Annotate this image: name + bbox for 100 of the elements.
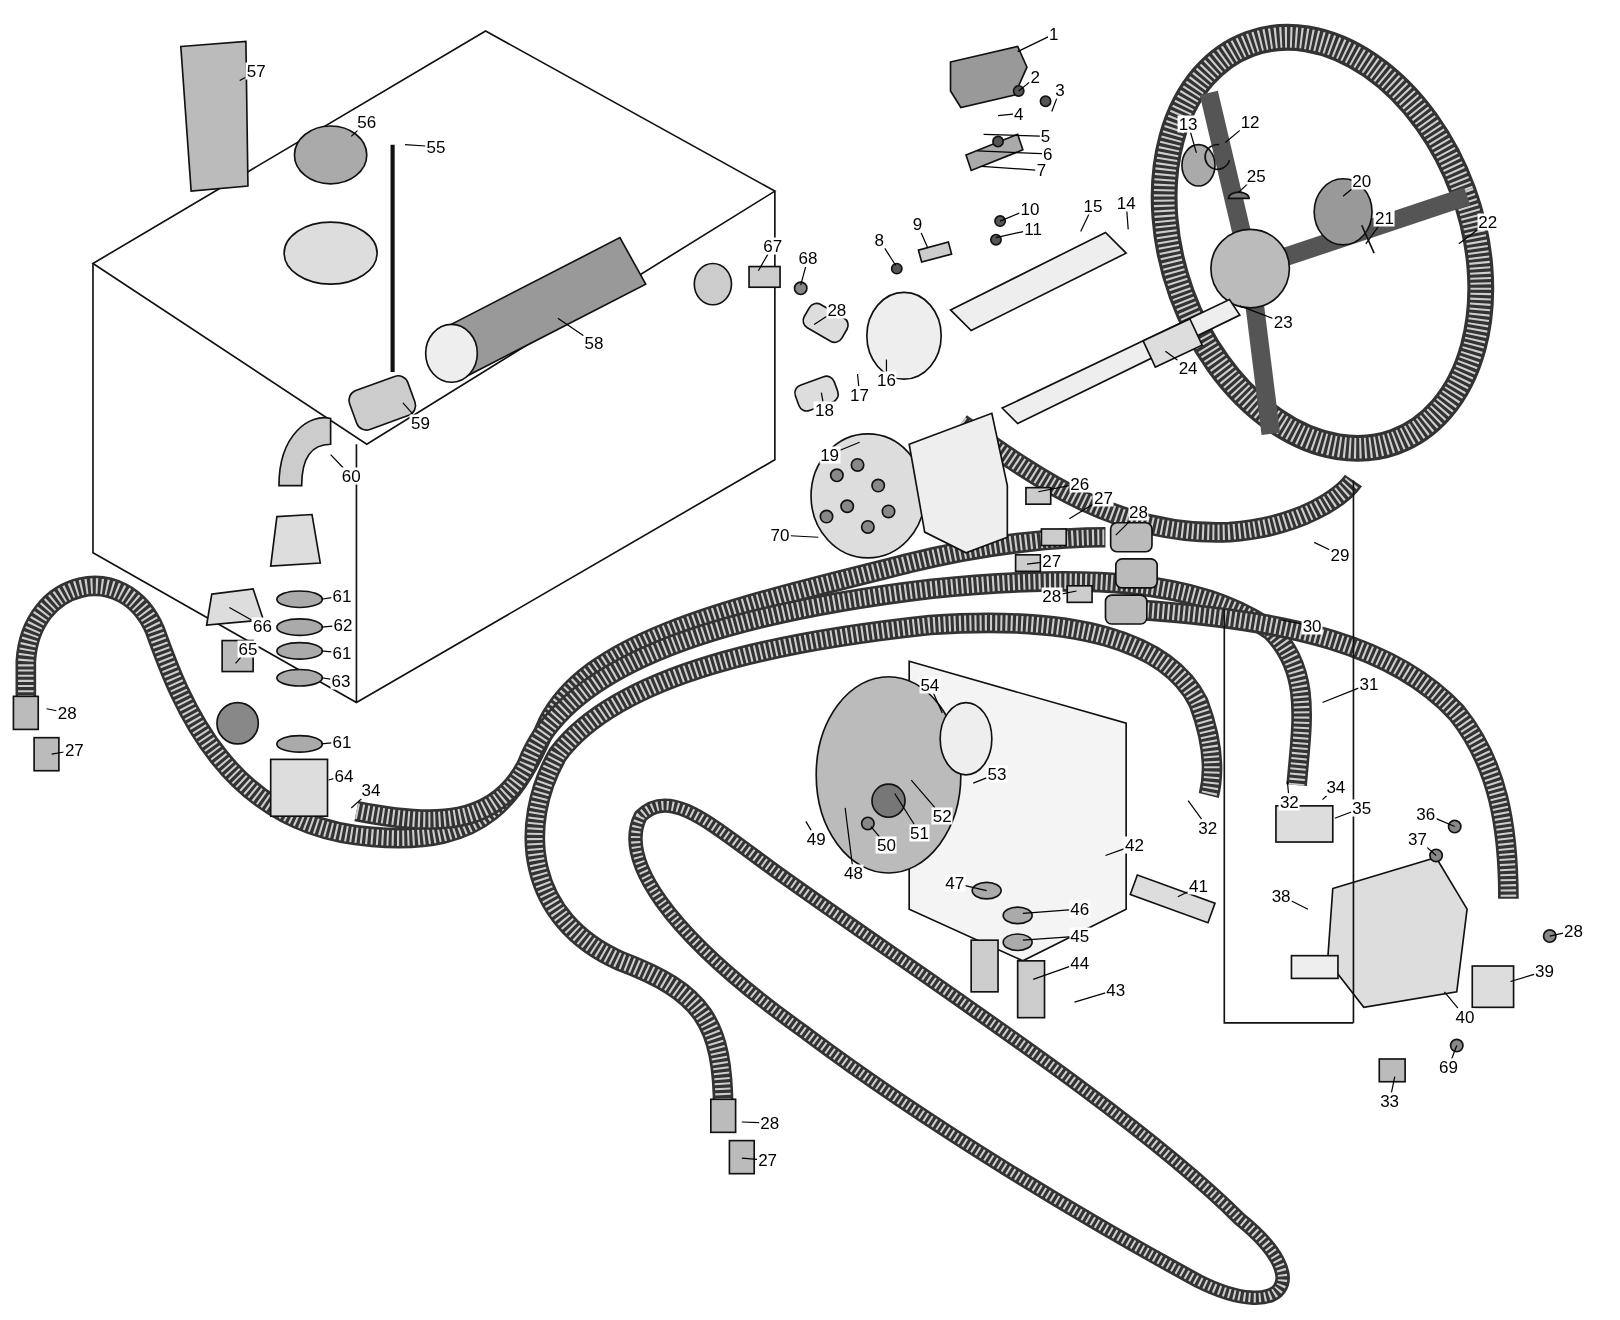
callout-number: 37 <box>1407 830 1428 848</box>
leader-line <box>1443 991 1459 1009</box>
leader-line <box>995 230 1024 239</box>
leader-line <box>813 316 827 325</box>
leader-line <box>856 373 860 387</box>
callout-number: 27 <box>63 741 85 759</box>
callout-number: 69 <box>1438 1058 1459 1076</box>
leader-line <box>1365 225 1379 245</box>
leader-line <box>350 129 359 137</box>
leader-line <box>51 751 65 755</box>
callout-number: 65 <box>237 640 259 658</box>
callout-number: 28 <box>759 1114 781 1132</box>
leader-line <box>1164 350 1179 361</box>
leader-line <box>1026 561 1042 565</box>
callout-number: 46 <box>1069 900 1091 918</box>
callout-number: 68 <box>797 249 819 267</box>
leader-line <box>1032 966 1070 981</box>
leader-line <box>920 232 929 249</box>
callout-number: 70 <box>769 526 791 544</box>
callout-number: 34 <box>360 781 382 799</box>
leader-line <box>933 692 943 714</box>
leader-line <box>805 820 812 831</box>
leader-line <box>1037 485 1070 493</box>
callout-number: 67 <box>762 237 784 255</box>
leader-line <box>999 212 1021 222</box>
callout-number: 12 <box>1239 113 1261 131</box>
callout-number: 23 <box>1272 313 1294 331</box>
leader-line <box>1458 229 1478 245</box>
callout-number: 60 <box>340 467 362 485</box>
callout-number: 2 <box>1029 69 1041 86</box>
leader-line <box>1286 780 1290 794</box>
callout-number: 10 <box>1019 200 1041 218</box>
callout-number: 51 <box>909 824 930 842</box>
callout-number: 40 <box>1454 1008 1476 1026</box>
callout-number: 57 <box>245 62 267 80</box>
callout-number: 5 <box>1039 127 1052 145</box>
callout-number: 32 <box>1278 793 1300 811</box>
callout-number: 19 <box>819 446 841 464</box>
callout-number: 64 <box>333 767 355 785</box>
leader-line <box>1549 932 1564 937</box>
callout-number: 45 <box>1069 927 1091 945</box>
leader-line <box>1509 973 1535 983</box>
leader-line <box>800 266 807 286</box>
leader-line <box>844 807 853 866</box>
leader-line <box>327 778 335 781</box>
callout-number: 29 <box>1329 546 1351 564</box>
callout-number: 16 <box>876 371 897 389</box>
callout-number: 15 <box>1082 197 1104 215</box>
callout-number: 43 <box>1105 981 1127 999</box>
callout-number: 27 <box>1092 489 1114 507</box>
leader-line <box>1187 800 1203 820</box>
leader-line <box>320 597 333 600</box>
callout-number: 28 <box>1128 503 1149 521</box>
leader-line <box>320 625 334 628</box>
leader-line <box>964 885 988 892</box>
callout-number: 21 <box>1374 209 1395 227</box>
leader-line <box>885 358 888 373</box>
callout-number: 25 <box>1245 167 1267 185</box>
callout-number: 22 <box>1477 213 1499 231</box>
callout-number: 63 <box>330 672 352 690</box>
leader-line <box>982 133 1041 137</box>
leader-line <box>980 165 1037 171</box>
callout-number: 61 <box>331 644 353 662</box>
callout-number: 54 <box>919 676 941 694</box>
leader-line <box>1224 129 1241 144</box>
callout-number: 27 <box>757 1151 779 1169</box>
leader-line <box>1426 846 1437 857</box>
leader-line <box>557 317 585 337</box>
leader-line <box>234 656 242 664</box>
leader-line <box>870 825 880 838</box>
callout-number: 31 <box>1358 675 1380 693</box>
callout-number: 8 <box>873 231 885 249</box>
callout-number: 33 <box>1379 1092 1401 1110</box>
leader-line <box>894 792 915 825</box>
callout-number: 62 <box>332 616 354 634</box>
leader-line <box>1022 936 1070 941</box>
callout-number: 34 <box>1325 778 1347 796</box>
leader-line <box>1451 1044 1458 1060</box>
leader-line <box>1061 590 1078 595</box>
callout-number: 41 <box>1188 877 1209 895</box>
leader-line <box>1390 1075 1396 1094</box>
leader-line <box>228 606 253 621</box>
leader-line <box>1017 36 1049 53</box>
callout-number: 44 <box>1069 954 1091 972</box>
leader-line <box>1334 811 1352 819</box>
leader-line <box>1189 131 1197 154</box>
leader-line <box>320 742 333 745</box>
leader-line <box>1313 541 1331 551</box>
leader-line <box>884 247 897 267</box>
leader-line <box>1126 210 1129 230</box>
callout-number: 38 <box>1270 887 1292 905</box>
leader-line <box>1321 687 1360 704</box>
callout-number: 1 <box>1048 25 1060 43</box>
callout-number: 47 <box>944 874 966 892</box>
leader-line <box>1018 81 1031 92</box>
leader-line <box>1115 520 1131 536</box>
callout-number: 58 <box>583 334 605 352</box>
callout-number: 14 <box>1115 194 1137 211</box>
leader-line <box>239 76 247 82</box>
callout-number: 55 <box>425 138 447 156</box>
